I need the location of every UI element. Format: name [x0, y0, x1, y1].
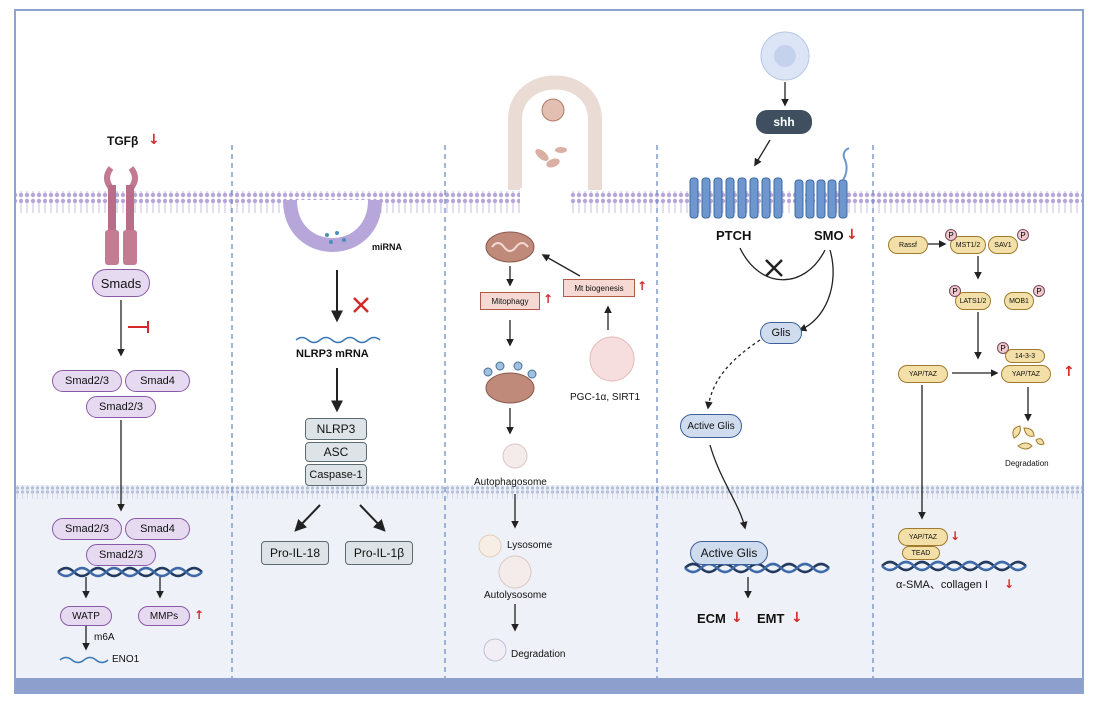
lysosome-icon	[478, 534, 502, 558]
phosphate-icon: P	[945, 229, 957, 241]
bottom-bar	[16, 678, 1082, 692]
yap-taz-box: YAP/TAZ	[898, 365, 948, 383]
watp-box: WATP	[60, 606, 112, 626]
glis-box: Glis	[760, 322, 802, 344]
nuclear-smad23-box: Smad2/3	[86, 544, 156, 566]
nlrp3-box: NLRP3	[305, 418, 367, 440]
autophagosome-icon	[502, 443, 528, 469]
ecm-label: ECM	[697, 611, 726, 626]
tgfb-receptor	[104, 166, 138, 265]
ptch-smo-block	[765, 259, 783, 277]
down-arrow-icon: ↓	[950, 529, 961, 543]
eno1-mrna	[59, 656, 109, 664]
ptch-receptor	[689, 177, 783, 219]
m6a-label: m6A	[94, 632, 115, 643]
inhibition-symbol	[128, 321, 149, 333]
nuclear-smad4-box: Smad4	[125, 518, 190, 540]
dna-tgfb	[57, 566, 203, 578]
smad23-box: Smad2/3	[52, 370, 122, 392]
down-arrow-icon: ↓	[731, 610, 743, 626]
smo-receptor	[794, 179, 848, 219]
nlrp3-mrna-strand	[295, 336, 381, 344]
eno1-label: ENO1	[112, 654, 140, 665]
up-arrow-icon: ↑	[543, 292, 554, 306]
phosphate-icon: P	[1017, 229, 1029, 241]
pro-il18-box: Pro-IL-18	[261, 541, 329, 565]
14-3-3-box: 14-3-3	[1005, 349, 1045, 363]
nuclear-smad23-box: Smad2/3	[52, 518, 122, 540]
degradation-label: Degradation	[511, 649, 566, 660]
smad23-box: Smad2/3	[86, 396, 156, 418]
mmps-box: MMPs	[138, 606, 190, 626]
sav1-box: SAV1	[988, 236, 1018, 254]
degradation-fragments-icon	[1012, 425, 1045, 450]
asc-box: ASC	[305, 442, 367, 462]
phosphate-icon: P	[997, 342, 1009, 354]
pgc-cell-icon	[589, 336, 635, 382]
smo-label: SMO	[814, 228, 844, 243]
lysosome-label: Lysosome	[507, 540, 553, 551]
rassf-box: Rassf	[888, 236, 928, 254]
active-glis-box: Active Glis	[680, 414, 742, 438]
up-arrow-icon: ↑	[637, 279, 648, 293]
down-arrow-icon: ↓	[791, 610, 803, 626]
mitochondrion-icon	[485, 231, 535, 263]
tead-box: TEAD	[902, 546, 940, 560]
up-arrow-icon: ↑	[194, 608, 205, 622]
down-arrow-icon: ↓	[148, 132, 160, 148]
shh-box: shh	[756, 110, 812, 134]
phosphate-icon: P	[949, 285, 961, 297]
endocytic-vesicle	[283, 199, 382, 252]
mirna-label: miRNA	[372, 242, 403, 252]
caspase-1-box: Caspase-1	[305, 464, 367, 486]
mt-biogenesis-box: Mt biogenesis	[563, 279, 635, 297]
mob1-box: MOB1	[1004, 292, 1034, 310]
ptch-label: PTCH	[716, 228, 752, 243]
emt-label: EMT	[757, 611, 785, 626]
autolysosome-label: Autolysosome	[484, 590, 547, 601]
degradation-label: Degradation	[1005, 459, 1049, 468]
nucleus-region	[16, 485, 1082, 679]
membrane-protrusion	[508, 75, 602, 190]
degradation-icon	[483, 638, 507, 662]
tgfb-label: TGFβ	[107, 134, 139, 148]
tagged-mitochondrion-icon	[485, 372, 535, 404]
down-arrow-icon: ↓	[846, 227, 858, 243]
nuclear-yap-taz-box: YAP/TAZ	[898, 528, 948, 546]
up-arrow-icon: ↑	[1063, 364, 1075, 380]
mst12-box: MST1/2	[950, 236, 986, 254]
down-arrow-icon: ↓	[1004, 577, 1015, 591]
nuclear-active-glis-box: Active Glis	[690, 541, 768, 565]
phosphate-icon: P	[1033, 285, 1045, 297]
autophagosome-label: Autophagosome	[474, 477, 547, 488]
block-x	[353, 297, 369, 313]
mitophagy-box: Mitophagy	[480, 292, 540, 310]
dna-hippo	[881, 560, 1027, 572]
panel-separators	[231, 145, 874, 678]
lats12-box: LATS1/2	[955, 292, 991, 310]
pgc-sirt1-label: PGC-1α, SIRT1	[570, 392, 641, 403]
nlrp3-mrna-label: NLRP3 mRNA	[296, 348, 369, 360]
target-genes-label: α-SMA、collagen I	[896, 579, 988, 591]
smad4-box: Smad4	[125, 370, 190, 392]
bound-yap-taz-box: YAP/TAZ	[1001, 365, 1051, 383]
pro-il1b-box: Pro-IL-1β	[345, 541, 413, 565]
autolysosome-icon	[498, 555, 532, 589]
smads-box: Smads	[92, 269, 150, 297]
nuclear-envelope	[16, 485, 1082, 499]
